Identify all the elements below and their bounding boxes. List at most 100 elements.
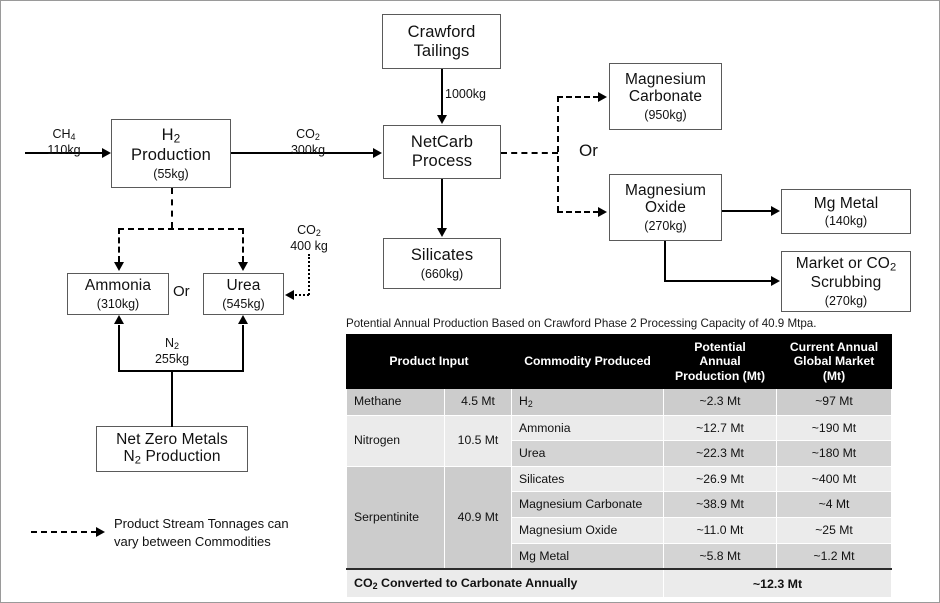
edge-netcarb-out-dashed: [501, 152, 558, 154]
cell-commodity-mg-metal: Mg Metal: [511, 542, 664, 570]
node-magnesium-carbonate-line2: Carbonate: [628, 88, 703, 106]
edge-label-co2-urea: CO2 400 kg: [278, 223, 340, 254]
edge-to-mgoxide-dashed: [557, 211, 599, 213]
arrowhead-tailings: [436, 115, 447, 124]
table-row: Nitrogen 10.5 Mt Ammonia ~12.7 Mt ~190 M…: [346, 414, 892, 467]
cell-market-ammonia: ~190 Mt: [776, 414, 892, 442]
node-netcarb-line1: NetCarb: [410, 133, 474, 152]
cell-production-magnesium-carbonate: ~38.9 Mt: [663, 491, 777, 519]
cell-production-silicates: ~26.9 Mt: [663, 465, 777, 493]
arrowhead-urea-co2: [285, 289, 294, 300]
cell-footer-label: CO2 Converted to Carbonate Annually: [346, 568, 664, 599]
edge-mgo-to-market: [664, 280, 772, 282]
node-crawford-tailings-line1: Crawford: [407, 22, 476, 41]
arrowhead-mgoxide: [598, 206, 607, 217]
node-h2-production-title: H2: [161, 125, 181, 146]
edge-mgo-to-mgmetal: [722, 210, 772, 212]
th-current-annual-global-market: Current Annual Global Market (Mt): [776, 333, 892, 390]
th-product-input: Product Input: [346, 333, 512, 390]
arrowhead-urea-h2: [237, 262, 248, 271]
node-net-zero-line2: N2 Production: [123, 448, 220, 467]
subscript: 2: [174, 340, 180, 351]
cell-amount-nitrogen: 10.5 Mt: [444, 414, 512, 467]
table-row: Methane 4.5 Mt H2 ~2.3 Mt ~97 Mt: [346, 388, 892, 416]
cell-market-mg-metal: ~1.2 Mt: [776, 542, 892, 570]
ch4-qty: 110kg: [47, 142, 81, 157]
cell-production-mg-metal: ~5.8 Mt: [663, 542, 777, 570]
co2-qty: 300kg: [290, 142, 326, 157]
node-silicates: Silicates (660kg): [383, 238, 501, 289]
node-ammonia-line1: Ammonia: [84, 277, 152, 295]
node-h2-production: H2 Production (55kg): [111, 119, 231, 188]
node-crawford-tailings: Crawford Tailings: [382, 14, 501, 69]
node-netcarb-process: NetCarb Process: [383, 125, 501, 179]
n2-label: N: [123, 448, 135, 466]
edge-n2-to-ammonia: [118, 325, 120, 371]
or-label-mg: Or: [579, 141, 598, 160]
edge-netcarb-to-silicates: [441, 179, 443, 229]
n2-qty: 255kg: [154, 351, 190, 366]
subscript: 2: [315, 227, 321, 238]
cell-commodity-h2: H2: [511, 388, 664, 416]
edge-h2-down-dashed: [171, 188, 173, 228]
node-mg-metal: Mg Metal (140kg): [781, 189, 911, 234]
cell-amount-methane: 4.5 Mt: [444, 388, 512, 416]
cell-input-nitrogen: Nitrogen: [346, 414, 445, 467]
node-market-line2: Scrubbing: [810, 274, 882, 292]
node-h2-production-title2: Production: [131, 146, 211, 165]
cell-production-ammonia: ~12.7 Mt: [663, 414, 777, 442]
arrowhead-silicates: [436, 228, 447, 237]
edge-label-n2: N2 255kg: [146, 336, 198, 367]
cell-footer-value: ~12.3 Mt: [663, 568, 892, 599]
subscript: 2: [173, 131, 181, 146]
node-ammonia: Ammonia (310kg): [67, 273, 169, 315]
node-h2-production-qty: (55kg): [153, 166, 189, 181]
cell-input-serpentinite: Serpentinite: [346, 465, 445, 570]
node-market-or-co2-scrubbing: Market or CO2 Scrubbing (270kg): [781, 251, 911, 312]
node-magnesium-oxide-line2: Oxide: [645, 199, 686, 217]
table-row: Magnesium Carbonate ~38.9 Mt ~4 Mt: [347, 491, 892, 519]
node-urea-qty: (545kg): [222, 296, 265, 311]
node-market-line1: Market or CO2: [796, 255, 897, 274]
arrowhead-co2-netcarb: [373, 147, 382, 158]
cell-production-magnesium-oxide: ~11.0 Mt: [663, 517, 777, 544]
edge-netcarb-branch-vertical: [557, 96, 559, 212]
ch4-name: CH4: [52, 127, 76, 142]
table-body: Methane 4.5 Mt H2 ~2.3 Mt ~97 Mt Nitroge…: [346, 388, 892, 570]
production-table-wrap: Potential Annual Production Based on Cra…: [346, 317, 892, 599]
co2-urea-qty: 400 kg: [290, 238, 328, 253]
cell-production-urea: ~22.3 Mt: [663, 440, 777, 467]
edge-h2-to-urea-dashed: [242, 228, 244, 262]
edge-h2-to-netcarb: [231, 152, 374, 154]
subscript: 2: [527, 399, 533, 409]
co2-name: CO2: [296, 127, 320, 142]
table-header-row: Product Input Commodity Produced Potenti…: [346, 333, 892, 390]
legend-line1: Product Stream Tonnages can: [114, 516, 289, 531]
edge-n2-crossbar: [118, 370, 244, 372]
node-magnesium-oxide-qty: (270kg): [644, 219, 687, 234]
edge-mgo-down: [664, 241, 666, 281]
table-row: Serpentinite 40.9 Mt Silicates ~26.9 Mt …: [346, 465, 892, 570]
edge-label-tailings-feed: 1000kg: [445, 87, 486, 102]
node-magnesium-carbonate-qty: (950kg): [644, 108, 687, 123]
cell-commodity-magnesium-oxide: Magnesium Oxide: [511, 517, 664, 544]
cell-market-silicates: ~400 Mt: [776, 465, 892, 493]
node-market-qty: (270kg): [824, 293, 868, 308]
arrowhead-mgcarbonate: [598, 91, 607, 102]
tailings-qty: 1000kg: [445, 87, 487, 101]
cell-production-h2: ~2.3 Mt: [663, 388, 777, 416]
node-net-zero-line1: Net Zero Metals: [116, 430, 228, 448]
node-netcarb-line2: Process: [411, 152, 473, 170]
subscript: 4: [70, 131, 76, 142]
subscript: 2: [372, 581, 378, 592]
th-commodity-produced: Commodity Produced: [511, 333, 664, 390]
subscript: 2: [134, 454, 142, 467]
edge-co2-to-urea-vertical: [308, 254, 310, 295]
cell-commodity-magnesium-carbonate: Magnesium Carbonate: [511, 491, 664, 519]
table-footer-row: CO2 Converted to Carbonate Annually ~12.…: [346, 568, 892, 599]
edge-co2-to-urea-horizontal: [295, 294, 309, 296]
edge-label-co2-out: CO2 300kg: [273, 127, 343, 158]
node-ammonia-qty: (310kg): [96, 296, 140, 311]
edge-h2-to-ammonia-dashed: [118, 228, 120, 262]
node-mg-metal-qty: (140kg): [824, 214, 868, 229]
